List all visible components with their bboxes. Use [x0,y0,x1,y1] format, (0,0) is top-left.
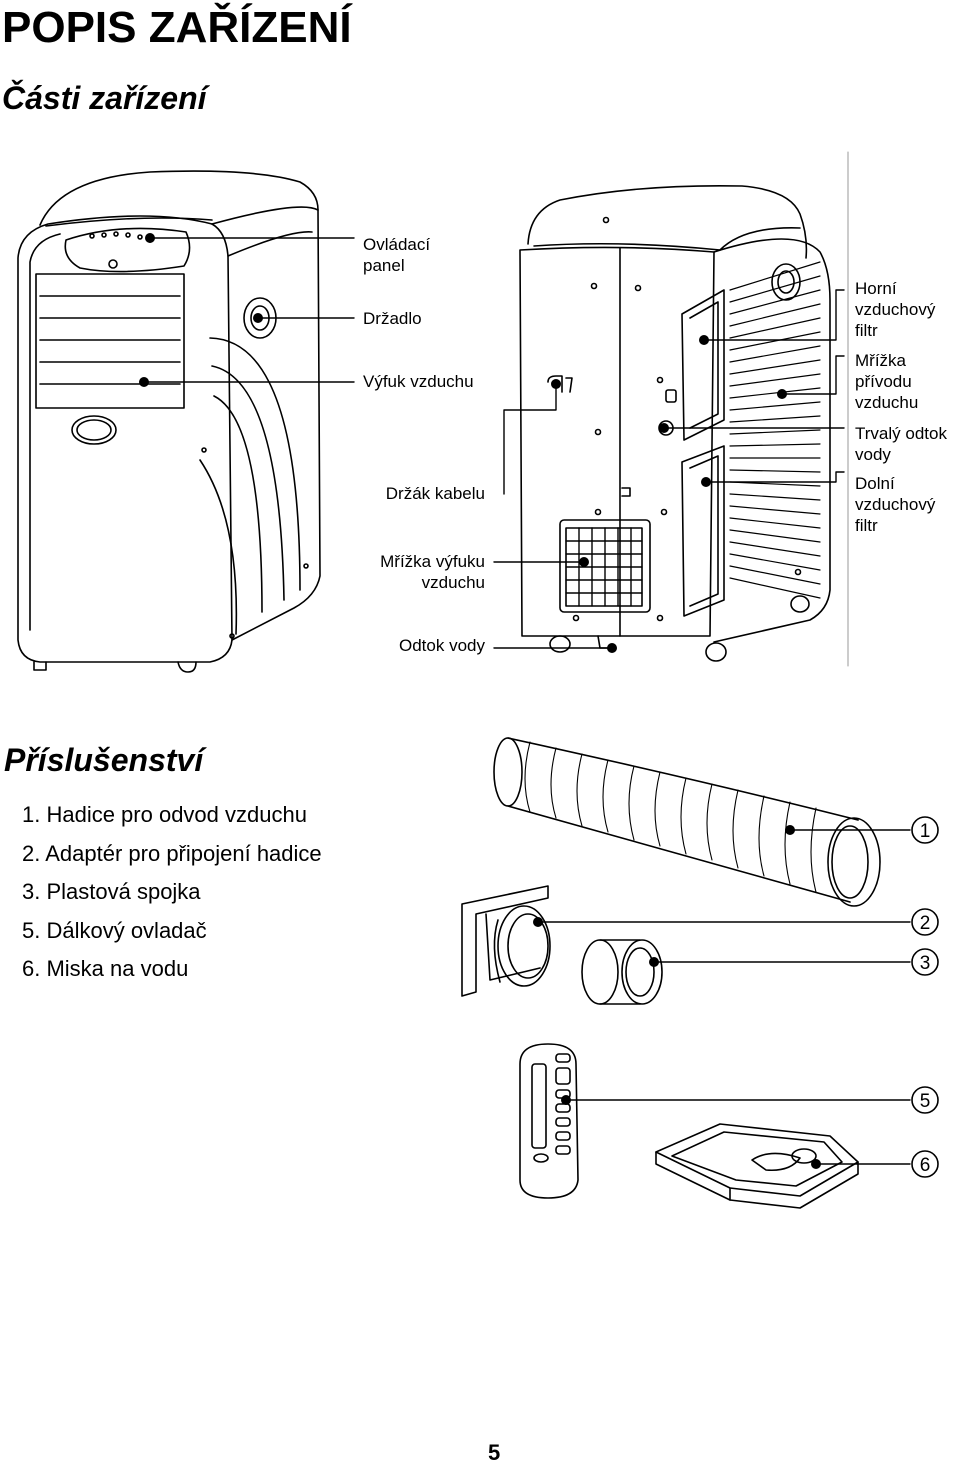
list-item: 1. Hadice pro odvod vzduchu [22,802,307,827]
hose-illustration [493,737,881,907]
callout-circle-2 [911,908,939,936]
label-cord-holder: Držák kabelu [385,484,485,503]
label-exhaust-grille: Mřížka výfuku vzduchu [380,552,485,592]
page-number: 5 [488,1440,501,1465]
list-item: 6. Miska na vodu [22,956,189,981]
remote-illustration [519,1043,579,1199]
coupling-illustration [581,939,663,1005]
label-upper-filter: Horní vzduchový filtr [855,279,936,340]
label-control-panel: Ovládací panel [363,235,431,275]
label-water-drain: Odtok vody [399,636,485,655]
label-lower-filter: Dolní vzduchový filtr [855,474,936,535]
adapter-illustration [461,885,551,997]
page-title: POPIS ZAŘÍZENÍ [2,3,352,52]
callout-2: 2 [920,913,931,934]
callout-circle-1 [911,816,939,844]
front-unit-illustration [17,170,321,673]
section-title-parts: Části zařízení [2,80,207,116]
callout-circle-6 [911,1150,939,1178]
callout-circle-3 [911,948,939,976]
callout-circle-5 [911,1086,939,1114]
leader-dots [139,233,787,653]
list-item: 3. Plastová spojka [22,879,201,904]
list-item: 5. Dálkový ovladač [22,917,207,943]
callout-6: 6 [920,1155,931,1176]
back-unit-illustration [519,184,831,662]
callout-1: 1 [920,821,931,842]
label-air-outlet: Výfuk vzduchu [363,372,474,391]
accessories-list: 1. Hadice pro odvod vzduchu 2. Adaptér p… [22,796,322,989]
label-continuous-drain: Trvalý odtok vody [855,424,947,464]
label-intake-grille: Mřížka přívodu vzduchu [855,351,919,412]
list-item: 2. Adaptér pro připojení hadice [22,840,322,866]
callout-5: 5 [920,1091,931,1112]
leader-lines [143,237,845,649]
water-tray-illustration [655,1123,859,1209]
callout-3: 3 [920,953,931,974]
section-title-accessories: Příslušenství [4,742,204,778]
label-handle: Držadlo [363,309,422,328]
